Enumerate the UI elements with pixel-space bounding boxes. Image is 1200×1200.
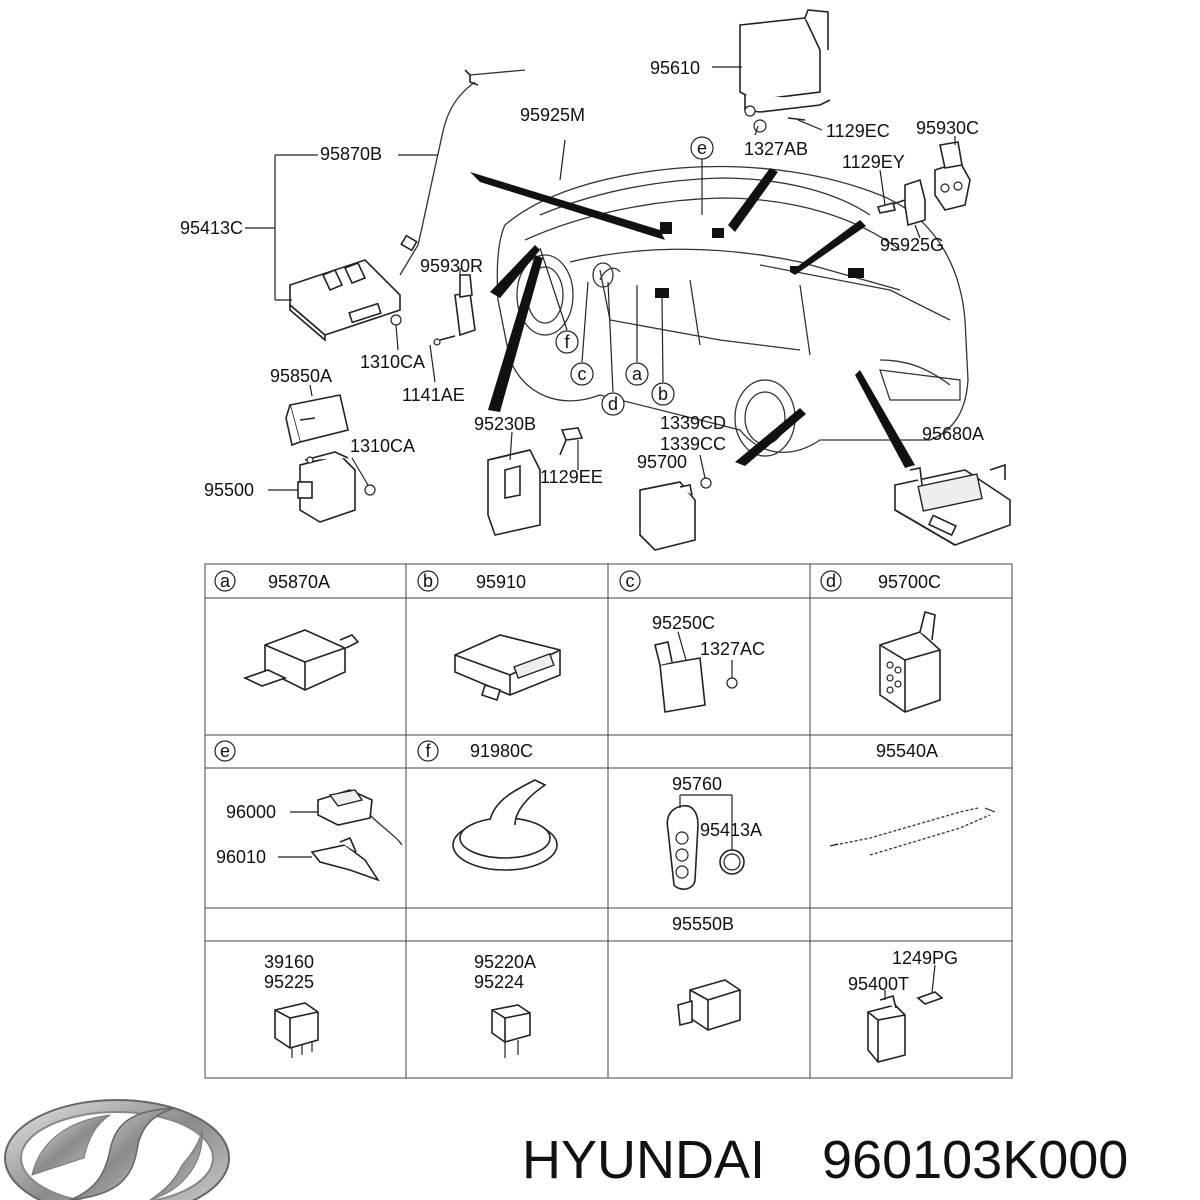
part-95540a xyxy=(829,807,996,856)
label-96000: 96000 xyxy=(226,802,276,822)
relay-95230b xyxy=(487,427,584,536)
table-row: e f 91980C 95540A xyxy=(214,740,938,762)
label-39160: 39160 xyxy=(264,952,314,972)
label-95700: 95700 xyxy=(637,452,687,472)
label-95220a: 95220A xyxy=(474,952,536,972)
label-95225: 95225 xyxy=(264,972,314,992)
part-95870a xyxy=(242,629,360,691)
label-1129ee: 1129EE xyxy=(540,467,603,487)
cell-h-header: 95540A xyxy=(876,741,938,761)
callout-a: a xyxy=(632,364,643,384)
cell-a-letter: a xyxy=(220,571,231,591)
car-outline xyxy=(496,165,969,457)
callout-d: d xyxy=(608,394,618,414)
label-1339cc: 1339CC xyxy=(660,434,726,454)
cell-c-letter: c xyxy=(626,571,635,591)
label-96010: 96010 xyxy=(216,847,266,867)
label-1141ae: 1141AE xyxy=(402,385,465,405)
label-95850a: 95850A xyxy=(270,366,332,386)
letter-callouts: e f c d a b xyxy=(539,136,714,416)
pointer-wedges xyxy=(470,168,915,468)
module-95413c xyxy=(289,259,402,342)
part-95700c xyxy=(879,610,941,713)
label-95870b: 95870B xyxy=(320,144,382,164)
part-95910 xyxy=(454,634,561,702)
cell-e-letter: e xyxy=(220,741,230,761)
hyundai-logo-icon xyxy=(4,1099,230,1200)
module-95700 xyxy=(639,477,712,551)
label-95930c: 95930C xyxy=(916,118,979,138)
module-95610 xyxy=(739,9,831,133)
label-95930r: 95930R xyxy=(420,256,483,276)
antenna-cable xyxy=(399,69,526,276)
cell-b-header: 95910 xyxy=(476,572,526,592)
part-91980c xyxy=(452,779,558,871)
label-95400t: 95400T xyxy=(848,974,909,994)
brand-name: HYUNDAI xyxy=(522,1130,765,1190)
label-95230b: 95230B xyxy=(474,414,536,434)
label-95925m: 95925M xyxy=(520,105,585,125)
module-95680a xyxy=(894,463,1011,546)
module-95850a xyxy=(285,394,349,447)
cell-f-letter: f xyxy=(425,741,431,761)
part-1249pg-95400t: 1249PG 95400T xyxy=(848,948,958,1063)
label-1339cd: 1339CD xyxy=(660,413,726,433)
parts-table xyxy=(204,563,1013,1079)
cell-b-letter: b xyxy=(423,571,433,591)
label-95680a: 95680A xyxy=(922,424,984,444)
part-96000-96010: 96000 96010 xyxy=(216,789,403,882)
part-95220a-95224: 95220A 95224 xyxy=(474,952,536,1058)
sensor-95930r xyxy=(433,274,476,346)
label-95413a: 95413A xyxy=(700,820,762,840)
label-1310ca-b: 1310CA xyxy=(350,436,415,456)
label-1327ac: 1327AC xyxy=(700,639,765,659)
label-95760: 95760 xyxy=(672,774,722,794)
label-1310ca-a: 1310CA xyxy=(360,352,425,372)
callout-e: e xyxy=(697,138,707,158)
table-row: a 95870A b 95910 c d 95700C xyxy=(214,570,941,592)
callout-c: c xyxy=(578,364,587,384)
label-1327ab: 1327AB xyxy=(744,139,808,159)
bracket-95925g xyxy=(876,178,926,227)
label-95610: 95610 xyxy=(650,58,700,78)
cell-d-letter: d xyxy=(826,571,836,591)
label-95413c: 95413C xyxy=(180,218,243,238)
part-39160-95225: 39160 95225 xyxy=(264,952,319,1058)
cell-a-header: 95870A xyxy=(268,572,330,592)
module-95500 xyxy=(297,451,376,523)
part-95550b xyxy=(677,979,741,1031)
label-95224: 95224 xyxy=(474,972,524,992)
label-95250c: 95250C xyxy=(652,613,715,633)
part-95250c: 95250C 1327AC xyxy=(652,613,765,713)
part-95760-95413a: 95760 95413A xyxy=(666,774,762,890)
callout-b: b xyxy=(658,384,668,404)
part-labels: 95610 95925M 1327AB 1129EC 95930C 95870B… xyxy=(180,58,984,500)
cell-k-header: 95550B xyxy=(672,914,734,934)
part-number: 960103K000 xyxy=(822,1130,1128,1190)
label-95500: 95500 xyxy=(204,480,254,500)
sensor-95930c xyxy=(934,141,971,211)
callout-f: f xyxy=(564,332,570,352)
label-1249pg: 1249PG xyxy=(892,948,958,968)
cell-d-header: 95700C xyxy=(878,572,941,592)
label-1129ey: 1129EY xyxy=(842,152,905,172)
label-95925g: 95925G xyxy=(880,235,944,255)
cell-f-header: 91980C xyxy=(470,741,533,761)
label-1129ec: 1129EC xyxy=(826,121,890,141)
